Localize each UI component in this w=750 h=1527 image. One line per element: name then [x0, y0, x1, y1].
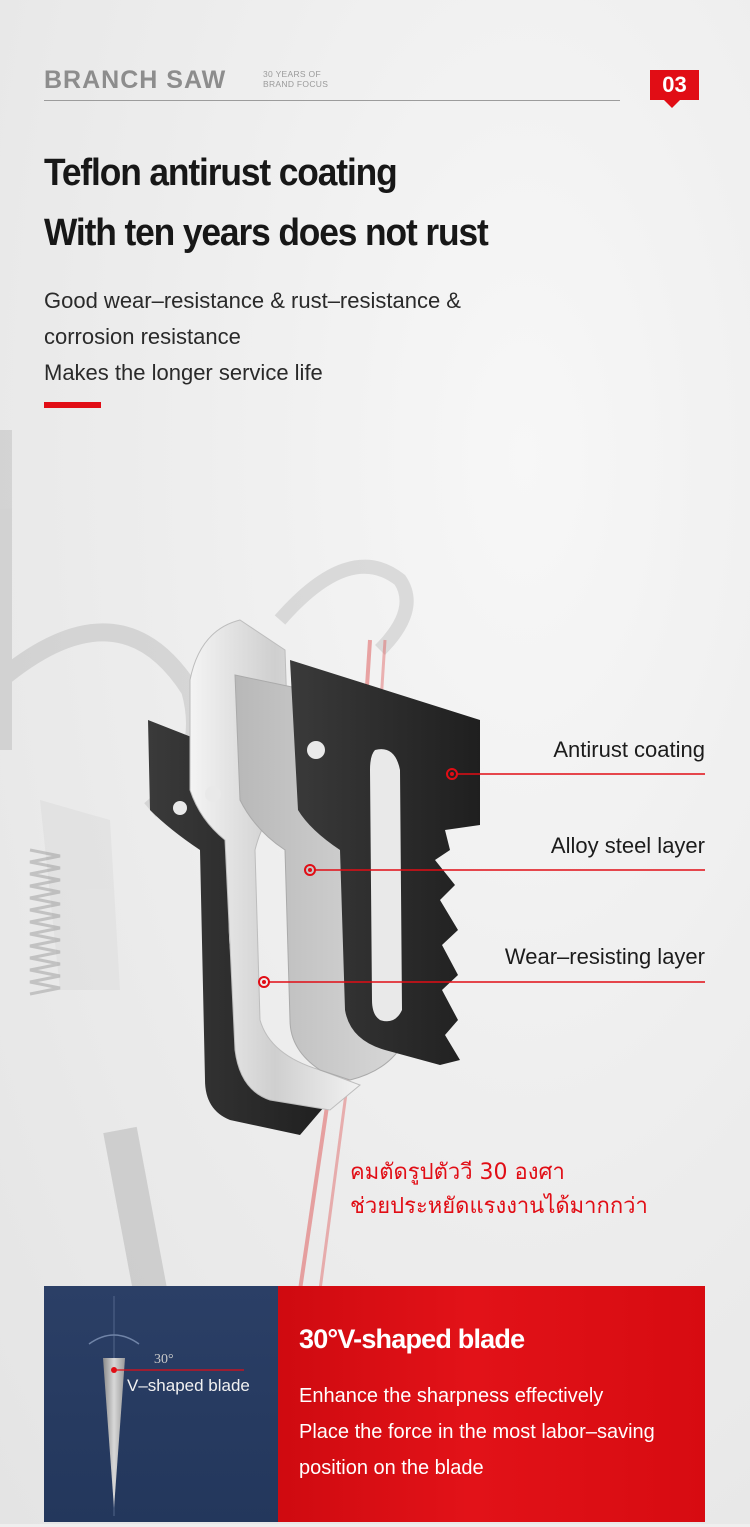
- brand-tagline: 30 YEARS OF BRAND FOCUS: [263, 69, 353, 89]
- thai-caption-line-2: ช่วยประหยัดแรงงานได้มากกว่า: [350, 1194, 648, 1219]
- brand-tagline-line-1: 30 YEARS OF: [263, 69, 321, 79]
- blade-layers-illustration: [0, 430, 705, 1290]
- v-blade-panel: 30° V–shaped blade 30°V-shaped blade Enh…: [44, 1286, 705, 1522]
- callout-wear: [258, 976, 705, 988]
- v-blade-info: 30°V-shaped blade Enhance the sharpness …: [278, 1286, 705, 1522]
- brand-title: BRANCH SAW: [44, 66, 227, 94]
- v-blade-diagram: 30° V–shaped blade: [44, 1286, 278, 1522]
- brand-tagline-line-2: BRAND FOCUS: [263, 79, 329, 89]
- blade-slot: [370, 749, 402, 1022]
- description-line-2: corrosion resistance: [44, 324, 241, 349]
- header-divider: [44, 100, 620, 101]
- headline-line-1: Teflon antirust coating: [44, 152, 398, 194]
- angle-label: 30°: [154, 1352, 174, 1367]
- accent-bar: [44, 402, 101, 408]
- v-blade-icon: [88, 1296, 244, 1516]
- description-line-1: Good wear–resistance & rust–resistance &: [44, 288, 461, 313]
- label-antirust-coating: Antirust coating: [553, 737, 705, 762]
- v-blade-desc-line-1: Enhance the sharpness effectively: [299, 1385, 604, 1407]
- blade-layer-silver: [189, 619, 361, 1111]
- page-number-badge: 03: [650, 70, 699, 108]
- description-line-3: Makes the longer service life: [44, 360, 323, 385]
- label-alloy-steel-layer: Alloy steel layer: [550, 833, 705, 858]
- spring-icon: [29, 848, 61, 996]
- v-blade-label: V–shaped blade: [127, 1376, 250, 1395]
- blade-layer-dark-back: [148, 720, 330, 1135]
- callout-antirust: [446, 768, 705, 780]
- thai-caption-line-1: คมตัดรูปตัววี 30 องศา: [350, 1160, 565, 1185]
- v-blade-heading: 30°V-shaped blade: [299, 1324, 525, 1354]
- label-wear-resisting-layer: Wear–resisting layer: [504, 944, 705, 969]
- v-blade-desc-line-3: position on the blade: [299, 1457, 484, 1479]
- callout-alloy: [304, 864, 705, 876]
- headline-line-2: With ten years does not rust: [44, 212, 489, 254]
- blade-hole: [307, 741, 325, 759]
- v-blade-desc-line-2: Place the force in the most labor–saving: [299, 1421, 655, 1443]
